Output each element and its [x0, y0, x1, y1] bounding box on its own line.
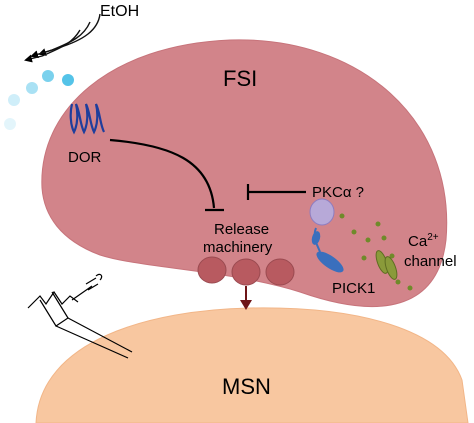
protein-ball-icon: [309, 198, 335, 226]
ion-channel-icon: [375, 250, 398, 280]
etoh-droplets: [4, 70, 74, 130]
pick1-protein-icon: [311, 227, 344, 273]
etoh-label: EtOH: [100, 3, 139, 20]
ca-label: Ca2+: [408, 232, 439, 250]
release-arrow: [240, 286, 252, 310]
release-label-line2: machinery: [203, 239, 273, 256]
release-label-line1: Release: [214, 221, 269, 238]
pick1-label: PICK1: [332, 280, 375, 297]
fsi-label: FSI: [223, 66, 257, 91]
fsi-cell: [41, 39, 448, 308]
channel-label: channel: [404, 253, 457, 270]
stimulating-electrode-icon: [27, 273, 133, 359]
msn-cell: [35, 307, 469, 423]
calcium-dots: [339, 213, 413, 291]
pkc-label: PKCα ?: [312, 184, 364, 201]
dor-label: DOR: [68, 149, 102, 166]
gpcr-receptor-icon: [69, 103, 106, 135]
dor-inhibition-line: [109, 138, 224, 212]
wavy-arrows-icon: [24, 13, 101, 63]
msn-label: MSN: [222, 374, 271, 399]
pkc-inhibition-line: [246, 184, 306, 200]
release-vesicles: [197, 256, 295, 286]
